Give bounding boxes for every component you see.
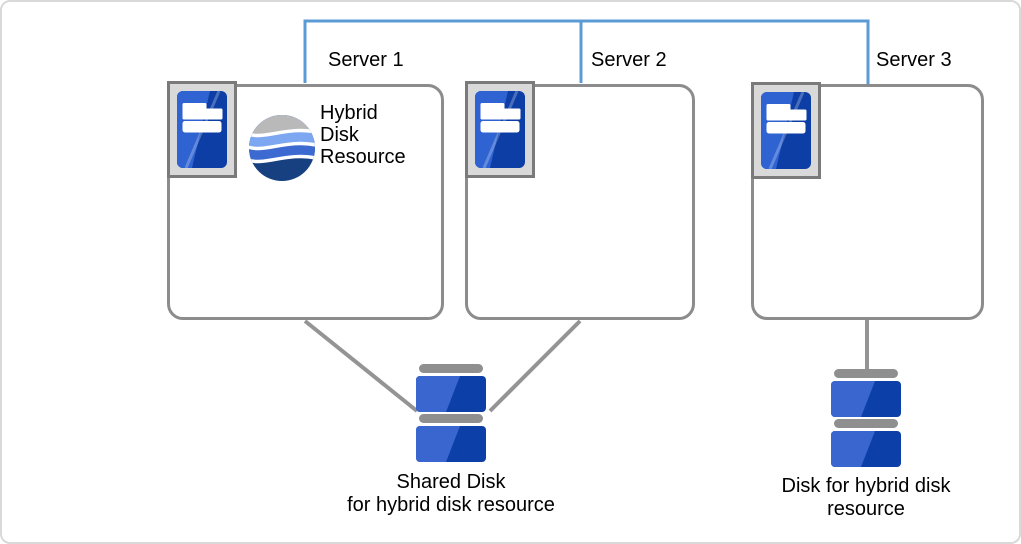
server2-label: Server 2 [591,49,667,71]
server2-box [465,84,695,320]
server3-label: Server 3 [876,49,952,71]
server-tower-icon [751,82,821,179]
server-tower-icon [465,81,535,178]
hybrid-disk-label: Disk for hybrid disk resource [781,475,951,520]
shared-disk-label: Shared Disk for hybrid disk resource [347,471,555,516]
hybrid-disk-resource-icon [248,114,316,182]
server-tower-icon [167,81,237,178]
server1-label: Server 1 [328,49,404,71]
shared-disk-icon [416,364,486,462]
hybrid-disk-resource-label: Hybrid Disk Resource [320,102,406,168]
server1-to-shared-disk-line [303,319,419,413]
server2-to-shared-disk-line [488,319,582,413]
hybrid-disk-icon [831,369,901,467]
